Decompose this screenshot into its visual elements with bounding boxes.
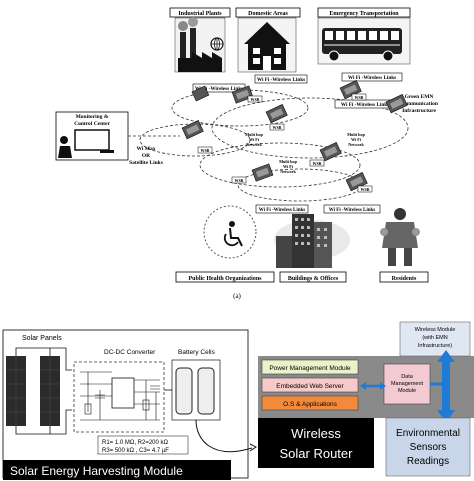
svg-text:WSR: WSR	[360, 187, 369, 192]
bidirectional-arrow-icon	[360, 382, 366, 390]
person-icon	[60, 136, 68, 144]
domestic-areas-label: Domestic Areas	[248, 11, 288, 17]
wireless-module-box	[399, 321, 471, 357]
environmental-sensors-box	[385, 417, 471, 477]
svg-text:Module: Module	[398, 388, 416, 394]
wifi-links-label-2: Wi Fi -Wireless Links	[257, 77, 305, 83]
solar-panels	[6, 347, 72, 435]
web-server-box	[261, 377, 359, 393]
svg-text:WSR: WSR	[234, 178, 243, 183]
monitoring-control-center-node: Monitoring & Control Center	[55, 111, 180, 161]
svg-text:Data: Data	[401, 374, 414, 380]
svg-text:Multi hop: Multi hop	[347, 132, 365, 137]
svg-text:Multi hop: Multi hop	[279, 159, 297, 164]
power-management-label: Power Management Module	[269, 365, 351, 372]
svg-text:Management: Management	[391, 381, 424, 387]
svg-text:Communication: Communication	[400, 101, 438, 107]
down-arrow-icon	[437, 410, 455, 422]
multihop-labels: Multi hop Wi Fi Network Multi hop Wi Fi …	[245, 132, 365, 174]
dcdc-label: DC-DC Converter	[104, 349, 156, 356]
battery-icon	[197, 367, 215, 415]
router-label-line1: Wireless	[291, 426, 341, 441]
wifi-links-label-3: Wi Fi -Wireless Links	[348, 75, 396, 81]
svg-text:(with EMN: (with EMN	[422, 335, 447, 341]
caption-a: (a)	[233, 292, 241, 300]
os-apps-label: O.S & Applications	[283, 401, 338, 408]
power-management-box	[261, 359, 359, 375]
wifi-links-label-6: Wi Fi -Wireless Links	[329, 208, 376, 213]
svg-text:Wi Fi: Wi Fi	[249, 137, 260, 142]
r1-r2-values: R1= 1.0 MΩ, R2=200 kΩ	[102, 440, 169, 446]
harvest-label-bar	[3, 460, 231, 480]
emergency-transportation-label: Emergency Transportation	[329, 11, 399, 17]
svg-text:WSR: WSR	[250, 97, 259, 102]
svg-text:Multi hop: Multi hop	[245, 132, 263, 137]
svg-text:Wi Fi: Wi Fi	[351, 137, 362, 142]
data-management-box	[383, 363, 431, 405]
svg-text:Satellite Links: Satellite Links	[129, 160, 163, 166]
router-label-line2: Solar Router	[280, 446, 354, 461]
svg-text:Control Center: Control Center	[74, 121, 110, 127]
svg-text:Readings: Readings	[407, 456, 449, 467]
svg-text:Wireless Module: Wireless Module	[415, 327, 456, 333]
web-server-label: Embedded Web Server	[276, 383, 344, 390]
converter-ic	[111, 377, 135, 409]
hardware-block-diagram: Solar Panels DC-DC Converter	[2, 321, 474, 480]
r3-c3-values: R3= 500 kΩ , C3= 4.7 µF	[102, 448, 169, 454]
green-emn-label: Green EMN Communication Infrastructure	[400, 94, 438, 114]
svg-text:Network: Network	[280, 169, 296, 174]
wsr-label: WSR	[200, 148, 209, 153]
router-label-bar	[258, 418, 374, 468]
industrial-plants-label: Industrial Plants	[178, 11, 222, 17]
svg-text:Sensors: Sensors	[410, 442, 447, 453]
dcdc-converter: DC-DC Converter R1= 1.0 MΩ, R2=200 kΩ R3…	[73, 349, 189, 455]
buildings-offices-label: Buildings & Offices	[288, 276, 339, 282]
domestic-areas-node: Domestic Areas	[235, 7, 301, 73]
wheelchair-icon	[229, 221, 235, 227]
monitor-icon	[74, 129, 110, 151]
residents-label: Residents	[392, 276, 417, 282]
svg-text:WSR: WSR	[272, 125, 281, 130]
svg-text:Infrastructure): Infrastructure)	[418, 343, 452, 349]
svg-text:Wi Max: Wi Max	[137, 146, 156, 152]
residents-node: Residents	[379, 208, 429, 283]
svg-text:OR: OR	[142, 153, 151, 159]
wsr-router-nodes: WSR WSR WSR WSR	[181, 80, 408, 193]
svg-text:WSR: WSR	[312, 161, 321, 166]
buildings-offices-node: Buildings & Offices	[274, 214, 350, 283]
svg-text:WSR: WSR	[354, 95, 363, 100]
wimax-label: Wi Max OR Satellite Links	[129, 146, 163, 166]
svg-text:Environmental: Environmental	[396, 428, 460, 439]
network-diagram: Industrial Plants Domestic Areas	[55, 7, 438, 300]
os-apps-box	[261, 395, 359, 411]
battery-label: Battery Cells	[178, 349, 216, 356]
up-arrow-icon	[437, 350, 455, 362]
solar-panels-label: Solar Panels	[22, 335, 62, 342]
battery-icon	[175, 367, 193, 415]
svg-text:Network: Network	[246, 142, 262, 147]
emergency-transportation-node: Emergency Transportation	[317, 7, 411, 65]
public-health-label: Public Health Organizations	[188, 276, 262, 282]
battery-cells: Battery Cells	[164, 349, 257, 453]
wifi-links-label-5: Wi Fi -Wireless Links	[259, 208, 306, 213]
resident-person-icon	[394, 208, 406, 220]
harvest-module-label: Solar Energy Harvesting Module	[10, 464, 183, 478]
wifi-links-label-4: Wi Fi -Wireless Links	[341, 102, 389, 108]
building-icon	[292, 214, 314, 268]
industrial-plants-node: Industrial Plants	[169, 7, 231, 73]
wifi-links-label-1: Wi Fi -Wireless Links	[195, 86, 243, 92]
svg-text:Monitoring &: Monitoring &	[76, 114, 109, 120]
svg-text:Wi Fi: Wi Fi	[283, 164, 294, 169]
svg-text:Infrastructure: Infrastructure	[402, 108, 436, 114]
svg-text:Network: Network	[348, 142, 364, 147]
svg-text:Green EMN: Green EMN	[405, 94, 434, 100]
public-health-node: Public Health Organizations	[175, 205, 275, 283]
